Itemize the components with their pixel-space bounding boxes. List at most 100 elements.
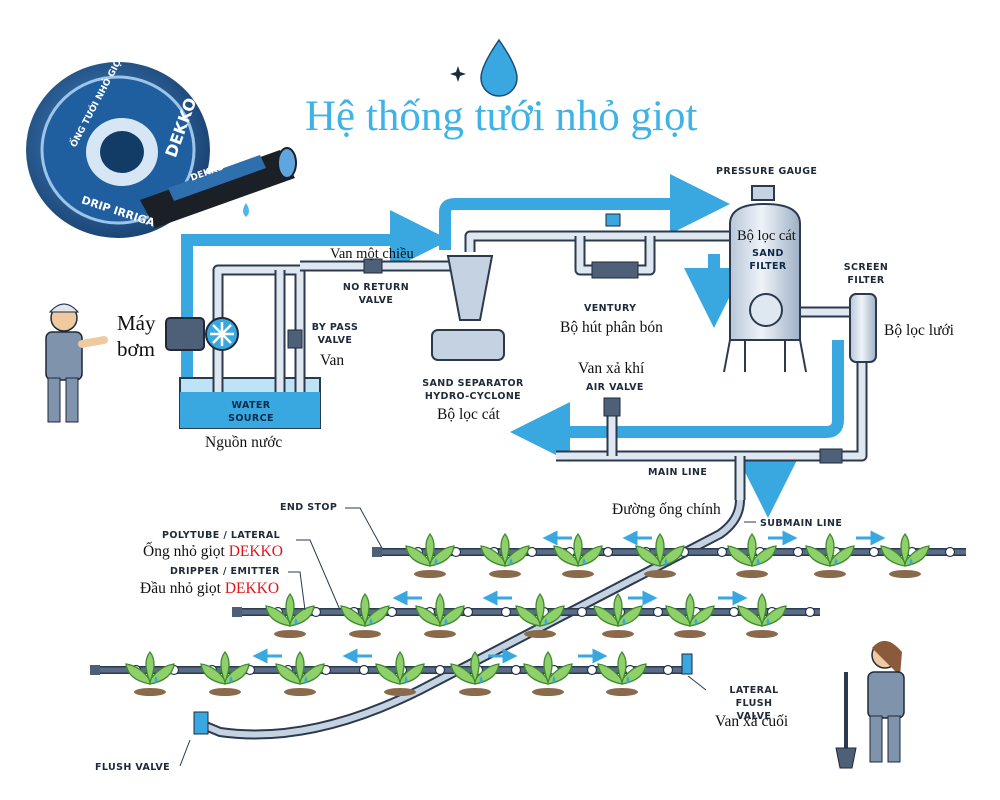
dripper-icon [716,546,728,558]
polytube-vn-text: Ống nhỏ giọt [143,543,225,560]
valve-icon [681,653,693,675]
dripper-icon [462,606,474,618]
sand-filter-label: SAND FILTER [749,248,787,272]
plant-leaf [435,592,445,626]
plant-leaf [360,592,370,626]
plant-leaf [535,592,545,626]
dripper-icon [804,606,816,618]
farmer-icon [867,640,905,763]
dripper-icon [792,546,804,558]
dripper-icon [434,664,446,676]
water-source-label: WATER SOURCE [228,400,274,424]
main-line-vn-label: Đường ống chính [612,501,721,518]
plant-leaf [480,545,506,567]
dripper-icon [944,546,956,558]
lateral-flush-valve-label: LATERAL FLUSH VALVE [729,685,779,722]
plant-leaf [125,663,151,685]
plant-leaf [635,545,661,567]
soil-mound [134,688,166,696]
plant-leaf [747,532,757,566]
brand-text: DEKKO [228,543,283,560]
water-drop-icon [664,558,668,565]
main-line-label: MAIN LINE [648,467,708,478]
dripper-icon [662,664,674,676]
water-drop-icon [404,676,408,683]
valve-icon [363,258,383,274]
plant-leaf [553,545,579,567]
submain-line [194,499,745,740]
soil-mound [736,570,768,578]
plant-leaf [617,650,627,684]
water-drop-icon [756,558,760,565]
plant-leaf [573,532,583,566]
plant-icon [450,650,500,696]
plant-leaf [727,545,753,567]
bypass-valve-vn-label: Van [320,352,345,369]
soil-mound [414,570,446,578]
worker-icon [45,303,108,423]
polytube-label: POLYTUBE / LATERAL [162,530,281,541]
plant-leaf [415,605,441,627]
valve-icon [603,397,621,417]
plant-icon [515,592,565,638]
plant-leaf [425,532,435,566]
plant-leaf [295,650,305,684]
plant-leaf [880,545,906,567]
dripper-icon [586,664,598,676]
plant-leaf [285,592,295,626]
plant-icon [275,650,325,696]
dripper-vn-text: Đầu nhỏ giọt [140,580,221,597]
water-drop-icon [766,618,770,625]
page-title: Hệ thống tưới nhỏ giọt [305,93,698,140]
lateral-flush-valve-vn-label: Van xả cuối [715,713,789,730]
end-stop [90,665,100,675]
soil-mound [532,688,564,696]
no-return-valve-label: NO RETURN VALVE [342,282,410,306]
screen-filter-vn-label: Bộ lọc lưới [884,322,954,339]
soil-mound [424,630,456,638]
water-drop-icon [694,618,698,625]
sand-separator-vn-label: Bộ lọc cát [437,406,500,423]
plant-leaf [900,532,910,566]
plant-leaf [655,532,665,566]
plant-leaf [275,663,301,685]
screen-filter [849,293,877,363]
pump-label: Máy bơm [117,311,156,361]
plant-icon [727,532,777,578]
plant-icon [593,592,643,638]
water-drop-icon [243,203,249,217]
water-drop-icon [552,676,556,683]
water-drop-icon [622,618,626,625]
plant-icon [880,532,930,578]
soil-mound [644,570,676,578]
fan-icon [210,322,234,346]
water-drop-icon [909,558,913,565]
submain-line-label: SUBMAIN LINE [760,518,843,529]
plant-icon [480,532,530,578]
water-drop-icon [294,618,298,625]
brand-text: DEKKO [224,580,280,597]
water-drop-icon [479,676,483,683]
polytube-vn-label: Ống nhỏ giọt DEKKO [143,543,283,561]
dripper-icon [602,546,614,558]
dripper-label: DRIPPER / EMITTER [170,566,280,577]
water-drop-icon [834,558,838,565]
air-valve-vn-label: Van xả khí [578,360,645,377]
plant-leaf [805,545,831,567]
plant-icon [553,532,603,578]
soil-mound [606,688,638,696]
plant-leaf [613,592,623,626]
dripper-icon [728,606,740,618]
water-drop-icon [229,676,233,683]
plant-leaf [145,650,155,684]
dripper-icon [652,606,664,618]
plant-leaf [543,650,553,684]
plant-leaf [825,532,835,566]
plant-leaf [200,663,226,685]
plant-leaf [593,605,619,627]
ventury-label: VENTURY [584,303,637,314]
valve-icon [193,711,209,735]
sand-filter-tank [723,185,807,373]
plant-icon [635,532,685,578]
soil-mound [284,688,316,696]
